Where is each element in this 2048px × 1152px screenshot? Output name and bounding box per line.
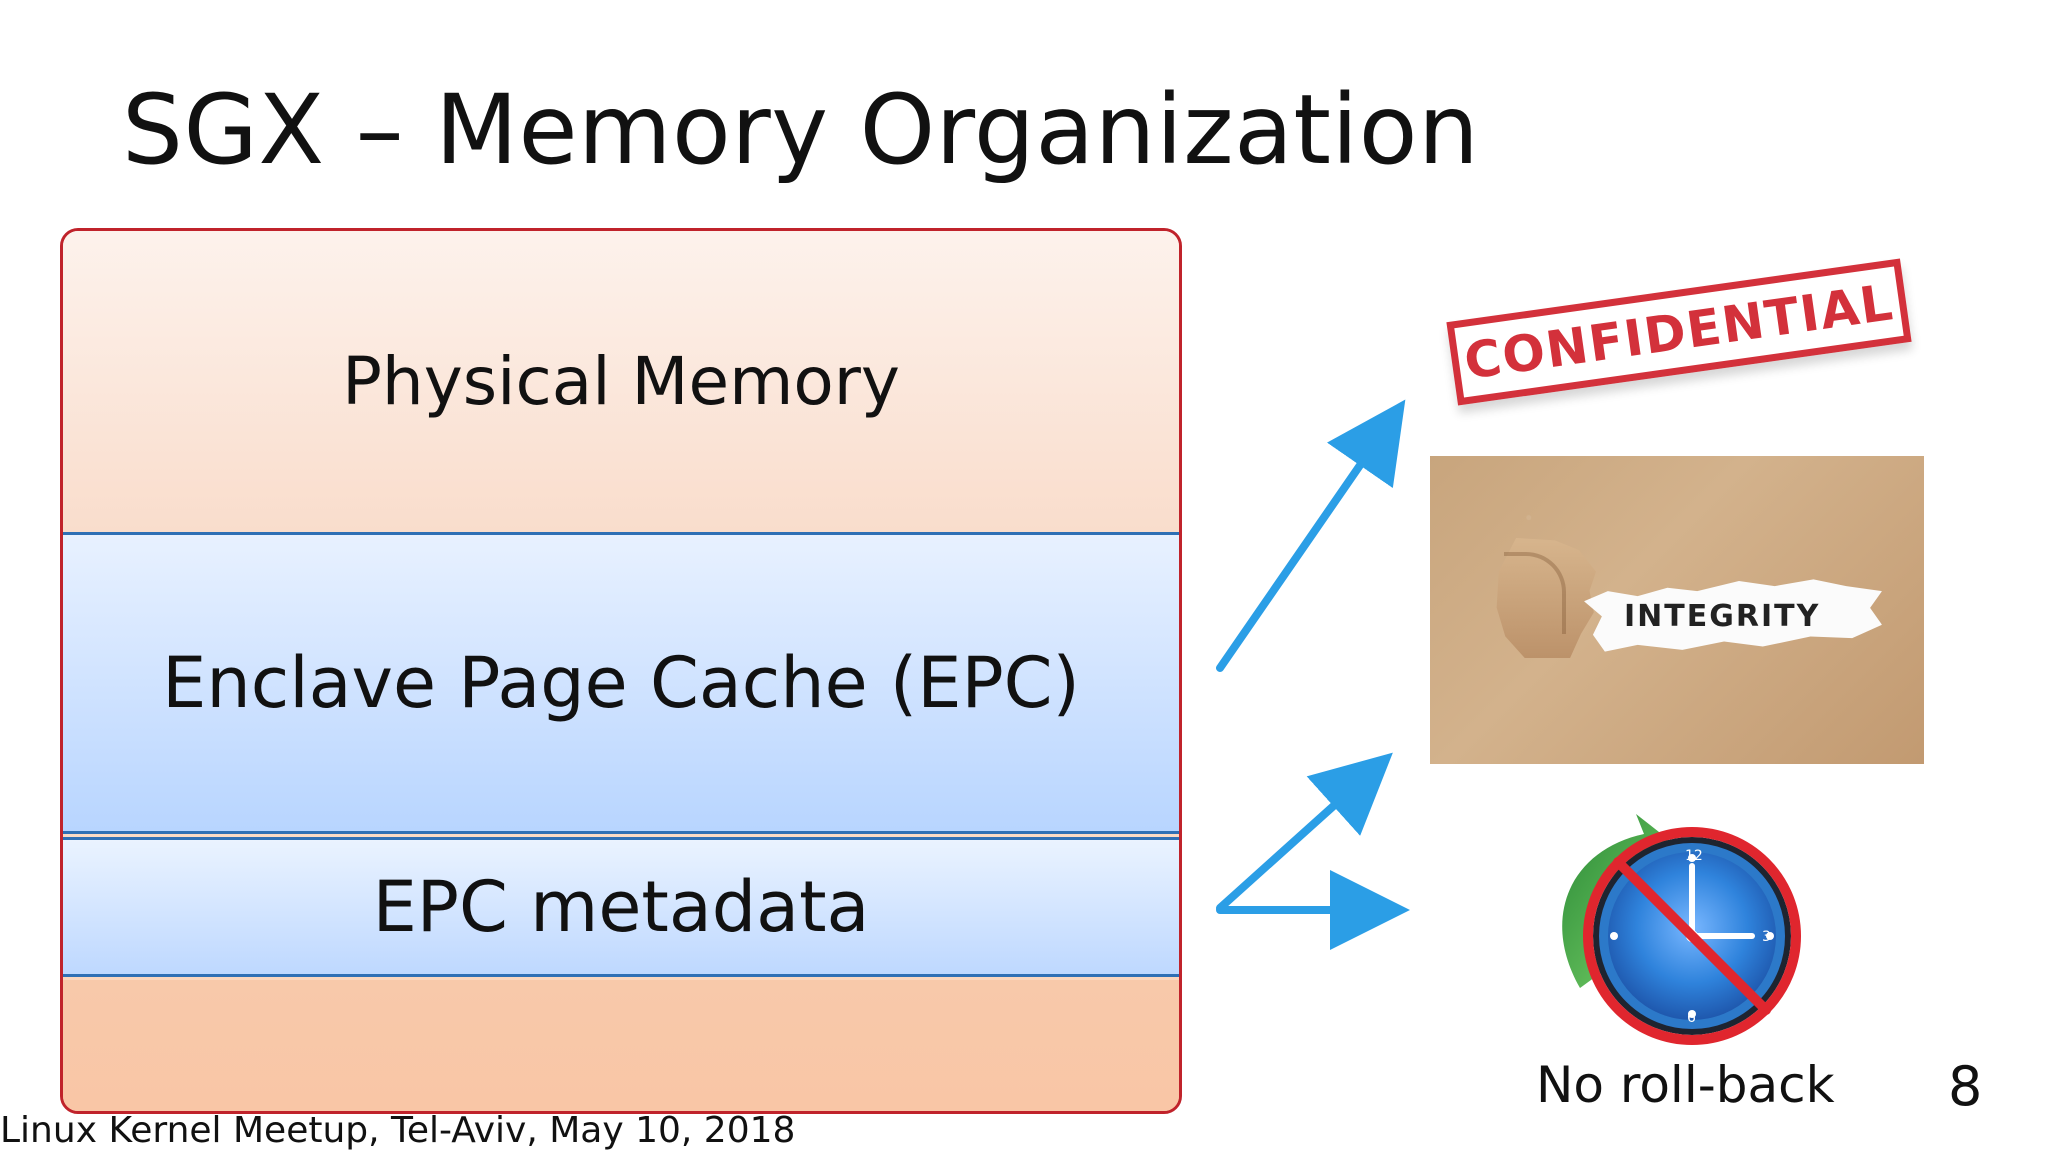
- no-rollback-clock-icon: 12 3 6: [1562, 814, 1801, 1045]
- enclave-page-cache-label: Enclave Page Cache (EPC): [162, 642, 1080, 724]
- clock-tick-12-icon: [1688, 854, 1696, 862]
- clock-tick-6-icon: [1688, 1010, 1696, 1018]
- clock-tick-3-icon: [1766, 932, 1774, 940]
- no-symbol-slash-icon: [1613, 857, 1771, 1015]
- footer-text: Linux Kernel Meetup, Tel-Aviv, May 10, 2…: [0, 1110, 796, 1151]
- integrity-label: INTEGRITY: [1624, 599, 1821, 634]
- confidential-stamp-icon: CONFIDENTIAL: [1446, 258, 1912, 406]
- lower-physical-memory-layer: [63, 980, 1179, 1111]
- epc-metadata-layer: EPC metadata: [63, 837, 1179, 977]
- epc-metadata-label: EPC metadata: [372, 866, 870, 948]
- no-symbol-ring-icon: [1583, 827, 1801, 1045]
- no-rollback-label: No roll-back: [1536, 1056, 1835, 1114]
- confidentiality-arrow-icon: [1216, 399, 1406, 672]
- physical-memory-label: Physical Memory: [342, 343, 900, 420]
- integrity-arrow-icon: [1216, 752, 1393, 912]
- clock-number-12-icon: 12: [1685, 848, 1703, 864]
- slide-title: SGX – Memory Organization: [122, 74, 1480, 186]
- torn-paper-integrity-icon: INTEGRITY: [1430, 456, 1924, 764]
- memory-stack: Physical Memory Enclave Page Cache (EPC)…: [60, 228, 1182, 1114]
- torn-paper-curl-shadow-icon: [1504, 552, 1566, 634]
- page-number: 8: [1948, 1055, 1983, 1118]
- physical-memory-layer: Physical Memory: [63, 231, 1179, 532]
- clock-tick-9-icon: [1610, 932, 1618, 940]
- clock-number-3-icon: 3: [1762, 929, 1771, 945]
- enclave-page-cache-layer: Enclave Page Cache (EPC): [63, 532, 1179, 834]
- clock-number-6-icon: 6: [1687, 1010, 1696, 1026]
